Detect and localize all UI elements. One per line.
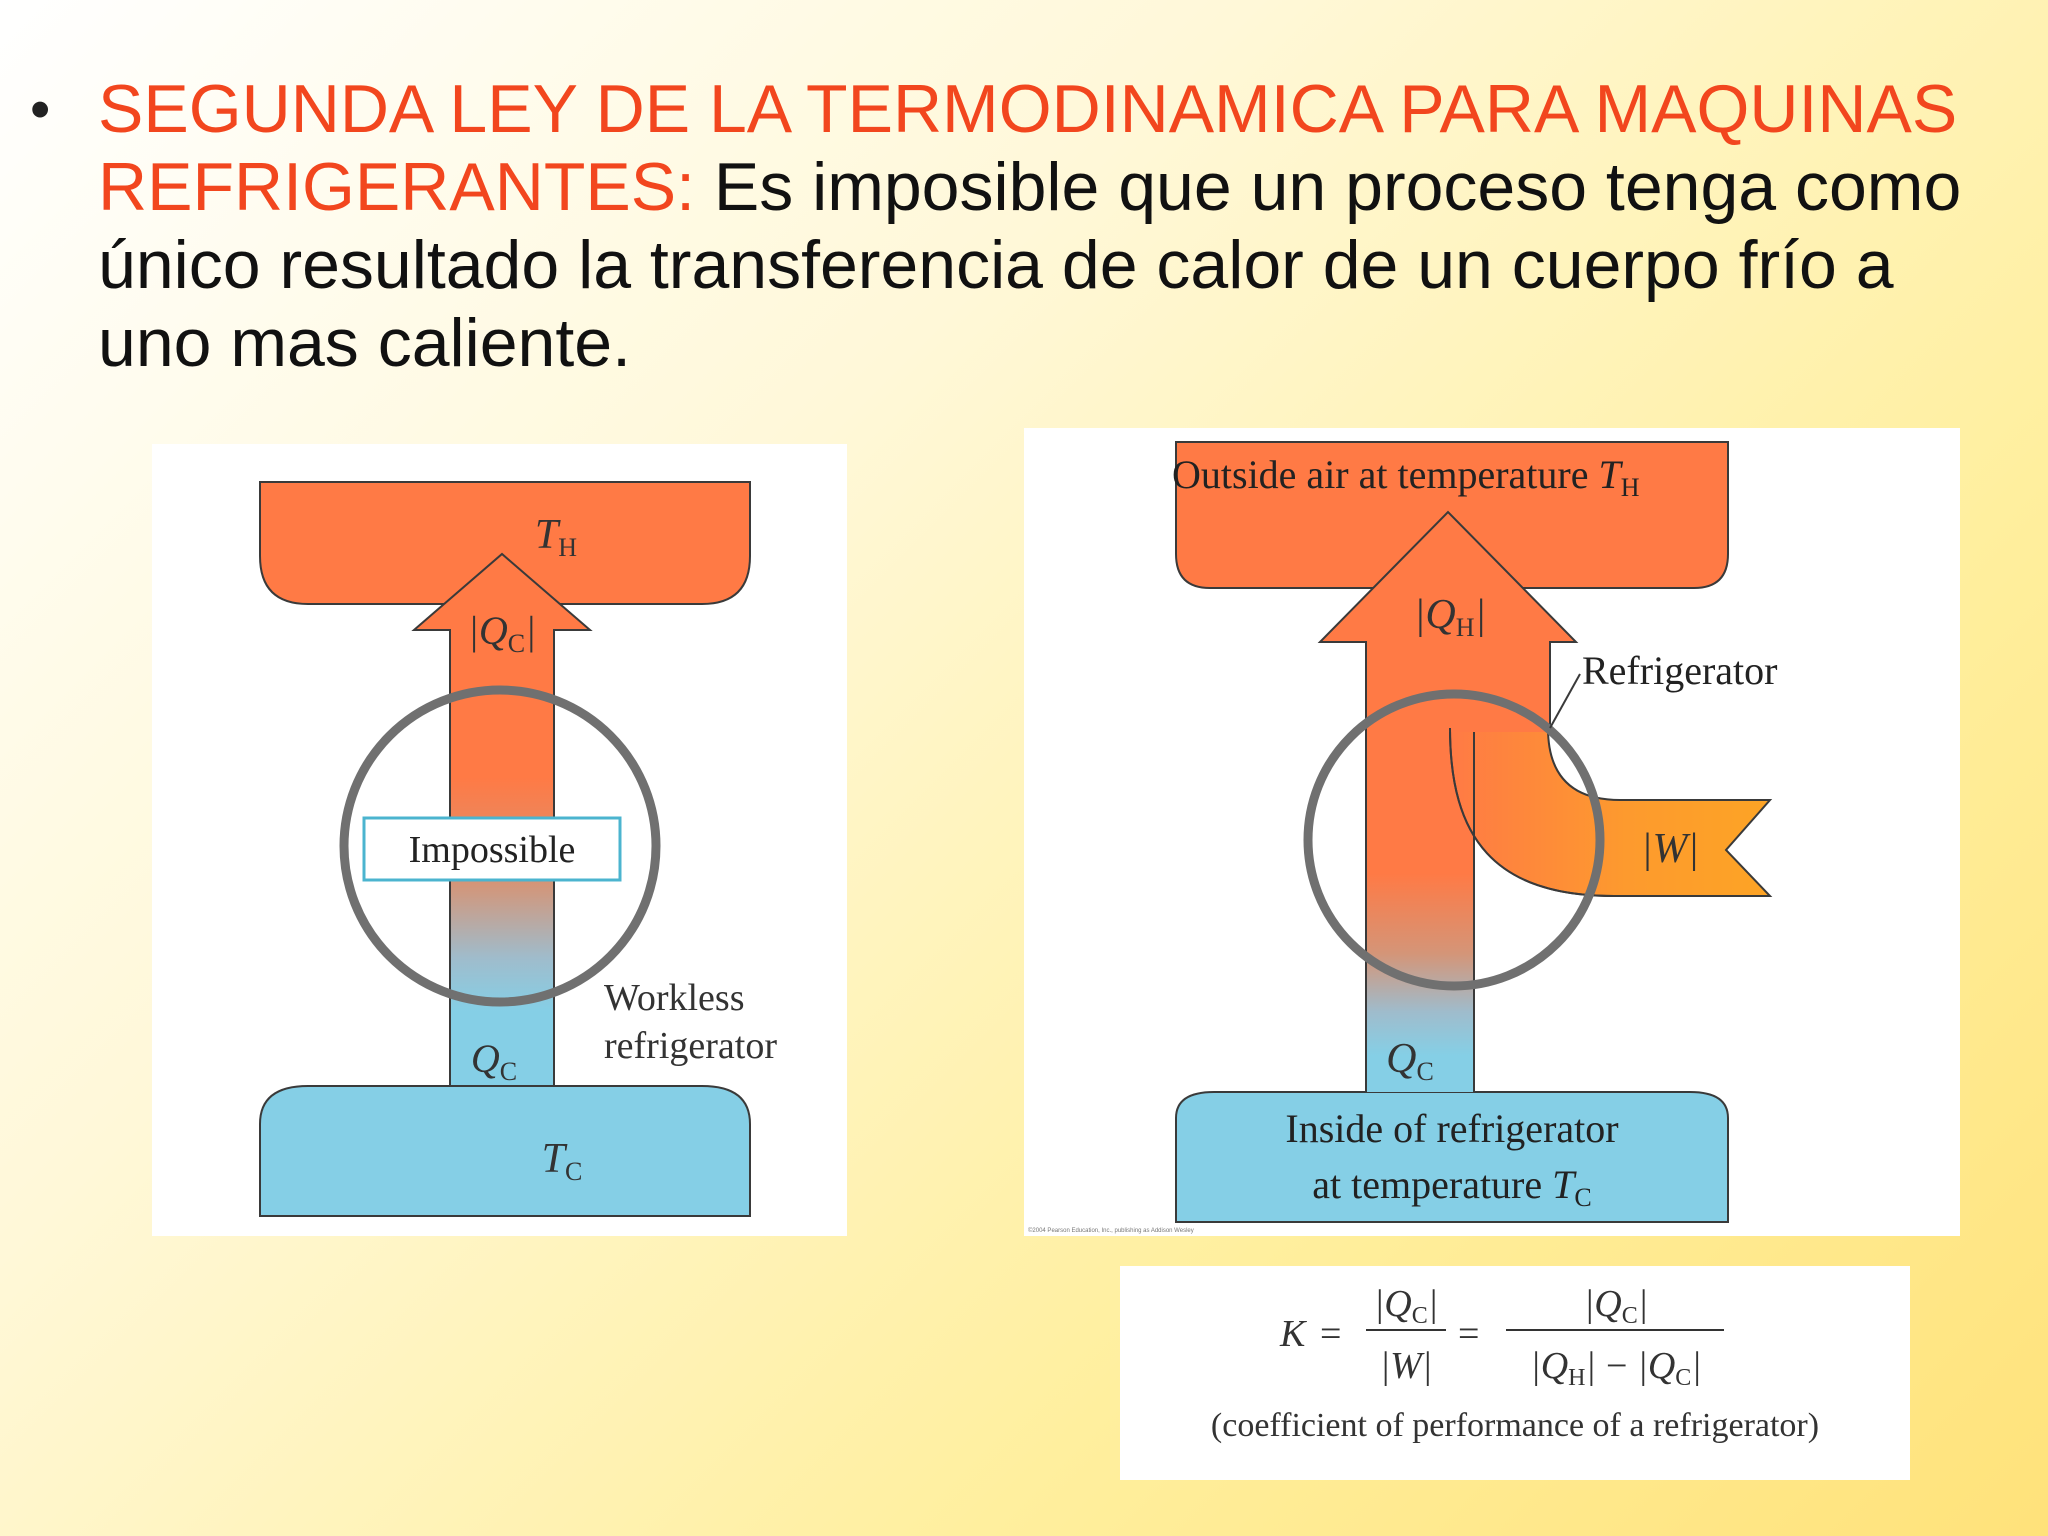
formula-num2-close: | (1638, 1283, 1648, 1325)
work-input (1448, 727, 1773, 897)
work-label: |W| (1641, 826, 1699, 872)
refrigerator-figure: Outside air at temperature TH |QH| Refri… (1024, 428, 1960, 1236)
qc-label: Q (471, 1036, 500, 1081)
formula-num1-sub: C (1412, 1303, 1428, 1329)
workless-refrigerator-figure: Impossible TH |QC| Workless refrigerator… (152, 444, 847, 1236)
svg-text:Outside air at temperature TH: Outside air at temperature TH (1172, 452, 1640, 502)
qh-close: | (1475, 592, 1487, 638)
inside-line1: Inside of refrigerator (1285, 1106, 1618, 1151)
cold-temp-label: T (542, 1136, 568, 1182)
workless-refrigerator-diagram: Impossible TH |QC| Workless refrigerator… (259, 481, 777, 1217)
law-statement: Es imposible que un proceso tenga como ú… (98, 149, 1962, 381)
svg-text:TC: TC (542, 1136, 583, 1186)
svg-text:|QH|−|QC|: |QH|−|QC| (1530, 1345, 1701, 1391)
qh-label: |Q (1414, 592, 1456, 638)
inside-temp-label: T (1552, 1162, 1577, 1207)
qc-label-right: Q (1386, 1036, 1416, 1082)
svg-text:|QC|: |QC| (1374, 1283, 1438, 1329)
qc-sub: C (500, 1057, 517, 1086)
impossible-box (362, 816, 622, 882)
hot-temp-label: T (535, 512, 561, 558)
law-paragraph: SEGUNDA LEY DE LA TERMODINAMICA PARA MAQ… (98, 70, 2018, 382)
refrigerator-label: Refrigerator (1582, 648, 1777, 693)
cop-formula: K = |QC| |W| = |QC| |QH|−|QC| (coefficie… (1211, 1283, 1819, 1444)
arrow-q-label: |Q (468, 608, 508, 653)
cold-reservoir (259, 1085, 751, 1217)
formula-den1: |W| (1380, 1345, 1433, 1387)
refrigerator-ring-icon (1303, 689, 1605, 991)
impossible-label: Impossible (409, 829, 576, 871)
outside-air-label: Outside air at temperature (1172, 452, 1598, 497)
arrow-q-sub: C (508, 629, 525, 658)
outside-temp-sub: H (1621, 473, 1640, 502)
svg-text:|QC|: |QC| (1584, 1283, 1648, 1329)
cop-formula-box: K = |QC| |W| = |QC| |QH|−|QC| (coefficie… (1120, 1266, 1910, 1480)
heat-out-arrow (1317, 510, 1579, 729)
inside-refrigerator-reservoir (1175, 1091, 1729, 1223)
formula-k: K (1279, 1313, 1307, 1355)
formula-minus: − (1606, 1345, 1627, 1387)
inside-temp-sub: C (1574, 1183, 1591, 1212)
formula-den2-a: |Q (1530, 1345, 1568, 1387)
formula-equals-2: = (1458, 1313, 1479, 1355)
svg-text:QC: QC (1386, 1036, 1434, 1086)
formula-den2-b-sub: C (1675, 1365, 1691, 1391)
svg-text:at temperature TC: at temperature TC (1312, 1162, 1591, 1212)
refrigerator-pointer (1549, 673, 1581, 729)
impossible-ring-icon (339, 685, 661, 1007)
inside-line2: at temperature (1312, 1162, 1552, 1207)
svg-text:|QC|: |QC| (468, 608, 536, 658)
svg-text:QC: QC (471, 1036, 517, 1086)
formula-num1: |Q (1374, 1283, 1412, 1325)
qc-sub-right: C (1417, 1057, 1434, 1086)
workless-line1: Workless (604, 977, 744, 1019)
bullet-marker: • (30, 77, 51, 142)
formula-den2-b: |Q (1637, 1345, 1675, 1387)
svg-text:|QH|: |QH| (1414, 592, 1486, 642)
refrigerator-diagram: Outside air at temperature TH |QH| Refri… (1172, 441, 1777, 1223)
law-heading: SEGUNDA LEY DE LA TERMODINAMICA PARA MAQ… (98, 71, 1958, 225)
workless-line2: refrigerator (604, 1025, 777, 1067)
formula-den2-a-sub: H (1568, 1365, 1585, 1391)
formula-den2-b-close: | (1691, 1345, 1701, 1387)
formula-caption: (coefficient of performance of a refrige… (1211, 1407, 1819, 1444)
cold-temp-sub: C (565, 1157, 582, 1186)
hot-temp-sub: H (558, 533, 577, 562)
svg-text:TH: TH (535, 512, 577, 562)
formula-equals-1: = (1320, 1313, 1341, 1355)
formula-den2-a-close: | (1585, 1345, 1595, 1387)
figure-credit: ©2004 Pearson Education, Inc., publishin… (1028, 1228, 1194, 1234)
formula-num2: |Q (1584, 1283, 1622, 1325)
formula-num2-sub: C (1622, 1303, 1638, 1329)
formula-num1-close: | (1428, 1283, 1438, 1325)
arrow-q-close: | (525, 608, 536, 653)
slide-text: • SEGUNDA LEY DE LA TERMODINAMICA PARA M… (0, 70, 2048, 390)
qh-sub: H (1456, 613, 1475, 642)
outside-temp-label: T (1598, 452, 1623, 497)
hot-reservoir (259, 481, 751, 605)
